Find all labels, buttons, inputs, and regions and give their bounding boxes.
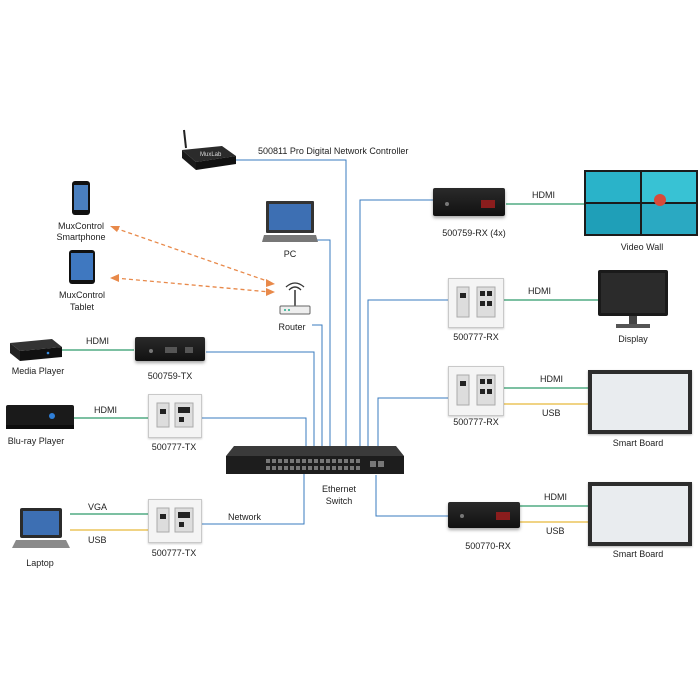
arrowhead	[266, 279, 275, 287]
router-device	[276, 282, 314, 318]
usb-links	[70, 403, 588, 531]
video-wall-label: Video Wall	[620, 242, 664, 252]
switch-label-1: Ethernet	[321, 484, 357, 494]
ethernet-switch-icon	[226, 446, 404, 474]
controller-label: 500811 Pro Digital Network Controller	[258, 146, 409, 156]
rx-500777-a-device	[448, 278, 504, 328]
bluray-player-label: Blu-ray Player	[7, 436, 65, 446]
media-player-label: Media Player	[11, 366, 65, 376]
smartphone-label-2: Smartphone	[56, 232, 106, 242]
network-link-500777-tx-b	[200, 470, 305, 525]
link-label-usb-laptop: USB	[88, 535, 107, 545]
link-label-hdmi-media: HDMI	[86, 336, 109, 346]
wallplate-icon	[156, 507, 194, 533]
pc-label: PC	[283, 249, 297, 259]
tx-500759-label: 500759-TX	[147, 371, 193, 381]
svg-text:MuxLab: MuxLab	[200, 152, 222, 158]
tablet-device	[68, 249, 96, 285]
smart-board-a-device	[588, 370, 692, 434]
wallplate-icon	[456, 374, 496, 406]
network-link-router	[312, 324, 323, 455]
link-label-vga-laptop: VGA	[88, 502, 108, 512]
link-label-usb-smart-a: USB	[542, 408, 561, 418]
tablet-icon	[69, 250, 95, 284]
display-icon	[598, 270, 668, 328]
media-player-icon	[10, 339, 62, 361]
receiver-icon	[460, 512, 510, 520]
tx-500759-device	[135, 337, 205, 361]
smartphone-label-1: MuxControl	[57, 221, 105, 231]
rx-500770-device	[448, 502, 520, 528]
arrowhead	[110, 274, 119, 282]
monitor-icon	[262, 201, 318, 242]
rx-500759-device	[433, 188, 505, 216]
hdmi-links	[60, 203, 598, 515]
network-controller-device: MuxLab	[178, 128, 238, 174]
smartphone-device	[71, 180, 91, 216]
switch-label-2: Switch	[325, 496, 353, 506]
transmitter-icon	[149, 347, 193, 353]
wireless-link-tablet	[114, 277, 271, 293]
tablet-label-2: Tablet	[69, 302, 95, 312]
network-link-500759-rx	[359, 199, 433, 455]
rx-500777-a-label: 500777-RX	[453, 332, 499, 342]
smart-board-b-label: Smart Board	[612, 549, 664, 559]
link-label-hdmi-display: HDMI	[528, 286, 551, 296]
network-controller-icon: MuxLab	[182, 129, 236, 170]
network-link-500777-rx-b	[377, 397, 448, 455]
wallplate-icon	[156, 402, 194, 428]
smartphone-icon	[72, 181, 90, 215]
network-link-500777-tx-a	[200, 417, 307, 455]
link-label-hdmi-bluray: HDMI	[94, 405, 117, 415]
router-label: Router	[278, 322, 306, 332]
receiver-icon	[445, 200, 495, 208]
tx-500777-b-device	[148, 499, 202, 543]
laptop-icon	[12, 508, 70, 548]
wireless-link-smartphone	[114, 227, 271, 283]
arrowhead	[266, 288, 275, 296]
bluray-player-device	[4, 403, 76, 431]
smart-board-b-device	[588, 482, 692, 546]
tablet-label-1: MuxControl	[58, 290, 106, 300]
bluray-player-icon	[6, 405, 74, 429]
pc-device	[262, 200, 318, 246]
video-wall-icon	[584, 170, 698, 236]
network-link-500770-rx	[375, 475, 448, 517]
tx-500777-a-label: 500777-TX	[151, 442, 197, 452]
tx-500777-b-label: 500777-TX	[151, 548, 197, 558]
router-icon	[279, 282, 311, 315]
network-link-500759-tx	[206, 351, 315, 455]
link-label-hdmi-videowall: HDMI	[532, 190, 555, 200]
network-link-pc	[316, 239, 331, 455]
laptop-label: Laptop	[26, 558, 54, 568]
arrowhead	[110, 226, 120, 232]
link-label-network: Network	[228, 512, 262, 522]
network-links	[200, 159, 448, 525]
link-label-usb-smart-b: USB	[546, 526, 565, 536]
rx-500759-label: 500759-RX (4x)	[442, 228, 506, 238]
video-wall-device	[584, 170, 698, 236]
ethernet-switch-device	[226, 444, 404, 478]
wireless-arrowheads	[110, 226, 275, 296]
rx-500777-b-label: 500777-RX	[453, 417, 499, 427]
display-label: Display	[618, 334, 648, 344]
wallplate-icon	[456, 286, 496, 318]
tx-500777-a-device	[148, 394, 202, 438]
rx-500770-label: 500770-RX	[465, 541, 511, 551]
network-link-500777-rx-a	[367, 299, 448, 455]
rx-500777-b-device	[448, 366, 504, 416]
link-label-hdmi-smart-b: HDMI	[544, 492, 567, 502]
display-device	[598, 270, 668, 332]
network-link-controller	[232, 159, 347, 455]
smart-board-a-label: Smart Board	[612, 438, 664, 448]
wireless-links	[114, 227, 271, 293]
link-label-hdmi-smart-a: HDMI	[540, 374, 563, 384]
laptop-device	[12, 506, 72, 552]
media-player-device	[8, 335, 64, 363]
